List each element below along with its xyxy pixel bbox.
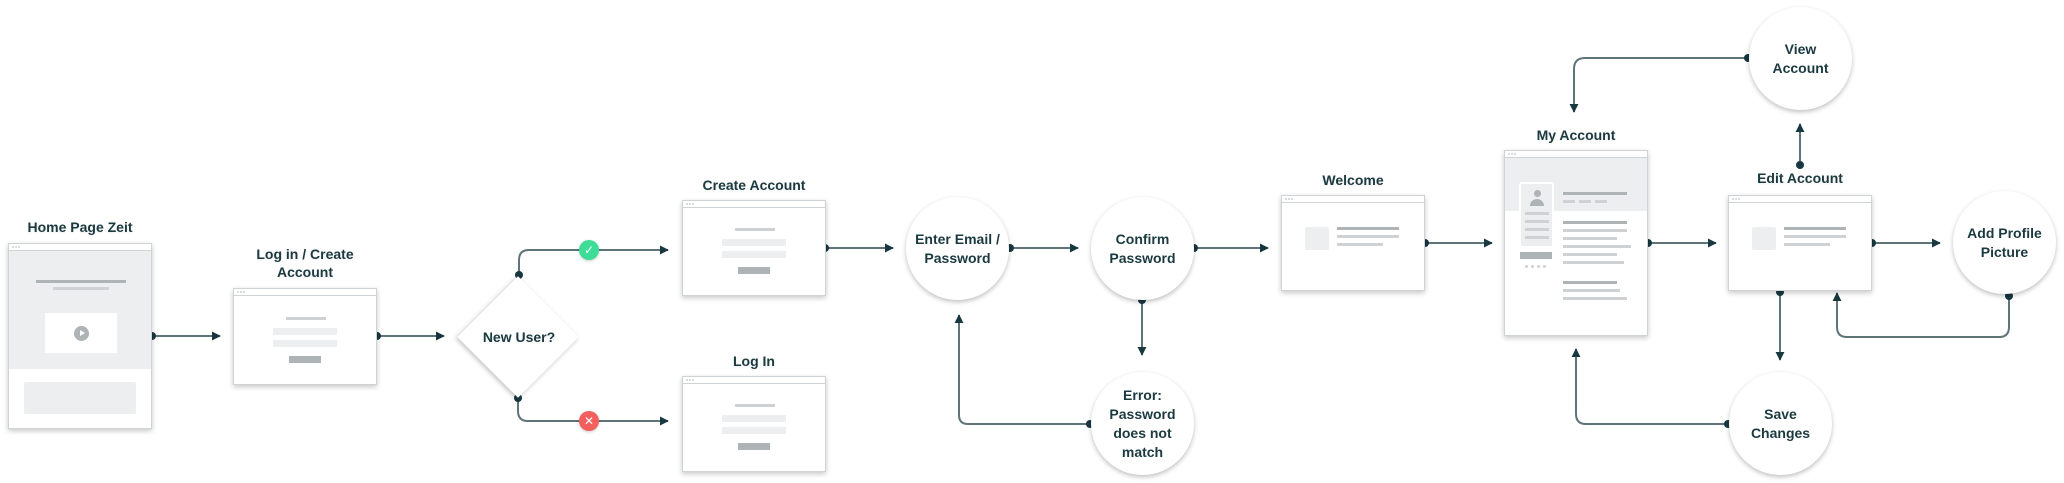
pagination-dots	[1525, 265, 1549, 269]
action-label: Enter Email / Password	[915, 230, 1000, 266]
text-line	[1595, 200, 1607, 203]
action-label: Confirm Password	[1109, 230, 1176, 266]
form-field	[273, 328, 337, 335]
screen-label-log-in: Log In	[733, 353, 775, 369]
action-label: View Account	[1772, 40, 1829, 76]
content-block	[24, 382, 136, 414]
profile-card	[1519, 182, 1554, 248]
headline-line	[36, 280, 126, 283]
text-line	[1563, 237, 1617, 240]
subhead-line	[53, 287, 109, 290]
form-field	[722, 427, 786, 434]
text-line	[1563, 229, 1627, 232]
port-dot	[1796, 161, 1804, 169]
action-error-mismatch[interactable]: Error: Password does not match	[1091, 372, 1194, 475]
window-bar	[1729, 196, 1871, 203]
screen-welcome[interactable]	[1281, 195, 1425, 291]
action-save-changes[interactable]: Save Changes	[1729, 372, 1832, 475]
form-title-line	[735, 228, 775, 231]
form-field	[722, 251, 786, 258]
window-bar	[683, 201, 825, 208]
text-line	[1337, 243, 1383, 246]
text-line	[1563, 245, 1631, 248]
form-field	[273, 340, 337, 347]
decision-label: New User?	[482, 329, 556, 345]
play-icon	[74, 326, 89, 341]
action-enter-email[interactable]: Enter Email / Password	[906, 197, 1009, 300]
form-button	[738, 443, 770, 450]
text-line	[1784, 235, 1846, 238]
text-line	[1563, 221, 1627, 224]
screen-label-welcome: Welcome	[1322, 172, 1384, 188]
text-line	[1563, 281, 1617, 284]
text-line	[1563, 200, 1575, 203]
text-line	[1579, 200, 1591, 203]
screen-my-account[interactable]	[1504, 150, 1648, 336]
text-line	[1563, 192, 1627, 195]
edge-decision-yes	[518, 245, 669, 275]
form-field	[722, 415, 786, 422]
action-label: Error: Password does not match	[1109, 386, 1176, 460]
text-line	[1563, 261, 1624, 264]
port-dot	[2005, 292, 2013, 300]
screen-label-create-account: Create Account	[702, 177, 806, 193]
window-bar	[9, 244, 151, 251]
form-field	[722, 239, 786, 246]
screen-log-in[interactable]	[682, 376, 826, 472]
window-bar	[1282, 196, 1424, 203]
check-icon: ✓	[579, 240, 599, 260]
form-title-line	[735, 404, 775, 407]
screen-login-create[interactable]	[233, 288, 377, 385]
action-view-account[interactable]: View Account	[1749, 7, 1852, 110]
action-add-profile-picture[interactable]: Add Profile Picture	[1953, 191, 2056, 294]
text-line	[1563, 297, 1627, 300]
image-placeholder	[1752, 227, 1776, 250]
image-placeholder	[1305, 227, 1329, 250]
form-title-line	[286, 317, 326, 320]
text-line	[1563, 289, 1620, 292]
screen-home[interactable]	[8, 243, 152, 429]
text-line	[1563, 253, 1617, 256]
screen-label-edit-account: Edit Account	[1757, 170, 1843, 186]
edge-decision-no	[517, 398, 669, 426]
screen-create-account[interactable]	[682, 200, 826, 296]
text-line	[1784, 227, 1846, 230]
action-confirm-password[interactable]: Confirm Password	[1091, 197, 1194, 300]
edge-error-to-email	[954, 314, 1090, 425]
action-label: Save Changes	[1750, 405, 1811, 441]
edge-picture-to-edit	[1832, 292, 2010, 338]
action-label: Add Profile Picture	[1967, 224, 2042, 260]
edge-view-to-myaccount	[1569, 57, 1748, 113]
edge-save-to-myaccount	[1571, 348, 1728, 425]
video-box	[45, 313, 117, 353]
text-line	[1337, 227, 1399, 230]
screen-label-home: Home Page Zeit	[27, 219, 133, 235]
window-bar	[683, 377, 825, 384]
form-button	[738, 267, 770, 274]
window-bar	[1505, 151, 1647, 158]
form-button	[289, 356, 321, 363]
window-bar	[234, 289, 376, 296]
screen-label-login-create: Log in / Create Account	[256, 246, 354, 280]
screen-edit-account[interactable]	[1728, 195, 1872, 291]
screen-label-my-account: My Account	[1536, 127, 1616, 143]
user-icon	[1530, 190, 1544, 206]
profile-button	[1520, 252, 1552, 259]
text-line	[1784, 243, 1830, 246]
text-line	[1337, 235, 1399, 238]
x-icon: ✕	[579, 411, 599, 431]
